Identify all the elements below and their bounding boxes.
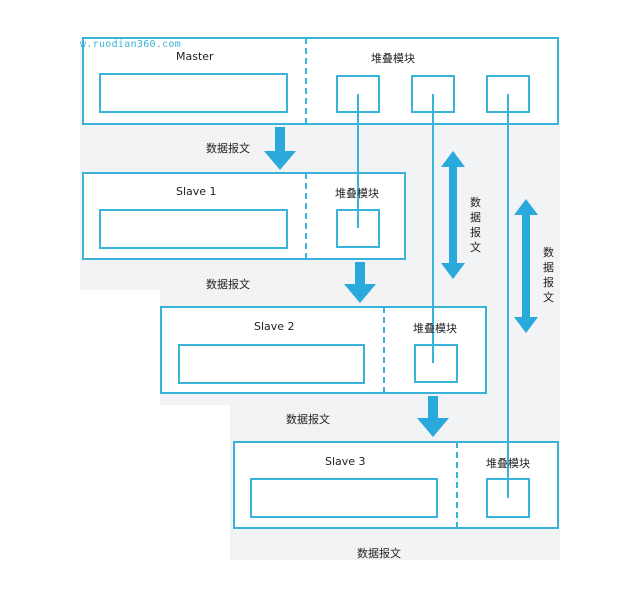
flow-label-3: 数据报文 bbox=[286, 413, 330, 426]
flow-label-2: 数据报文 bbox=[206, 278, 250, 291]
slave1-title: Slave 1 bbox=[176, 185, 217, 198]
flow-label-4: 数据报文 bbox=[357, 547, 401, 560]
flow-arrow-1 bbox=[264, 127, 296, 170]
master-stack-label: 堆叠模块 bbox=[371, 52, 415, 65]
slave1-stack-label: 堆叠模块 bbox=[335, 187, 379, 200]
side-label-2: 数据报文 bbox=[543, 246, 554, 304]
slave3-stack-label: 堆叠模块 bbox=[486, 457, 530, 470]
slave2-title: Slave 2 bbox=[254, 320, 295, 333]
flow-arrow-2 bbox=[344, 262, 376, 303]
slave2-stack-label: 堆叠模块 bbox=[413, 322, 457, 335]
side-label-1: 数据报文 bbox=[470, 196, 481, 254]
flow-arrow-3 bbox=[417, 396, 449, 437]
slave3-cpu-box bbox=[250, 478, 438, 518]
master-cpu-box bbox=[99, 73, 288, 113]
slave2-cpu-box bbox=[178, 344, 365, 384]
slave2-stack-port bbox=[414, 344, 458, 383]
flow-label-1: 数据报文 bbox=[206, 142, 250, 155]
watermark-text: w.ruodian360.com bbox=[80, 39, 182, 50]
slave3-title: Slave 3 bbox=[325, 455, 366, 468]
master-title: Master bbox=[176, 50, 214, 63]
slave1-cpu-box bbox=[99, 209, 288, 249]
double-arrow-1 bbox=[441, 151, 465, 279]
double-arrow-2 bbox=[514, 199, 538, 333]
